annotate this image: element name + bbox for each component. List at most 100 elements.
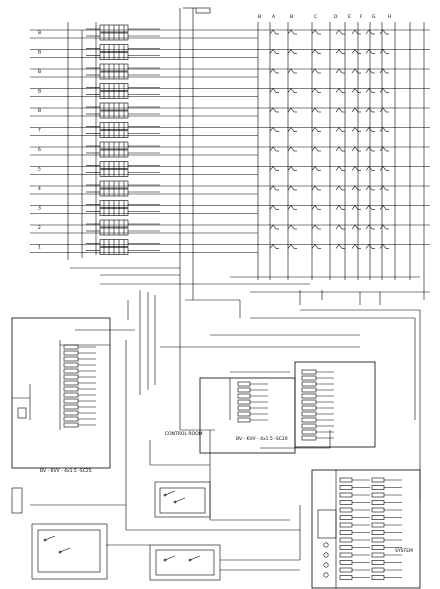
detector-symbol	[335, 205, 343, 210]
detector-symbol	[311, 49, 319, 54]
column-header: G	[372, 14, 376, 20]
detector-symbol	[311, 185, 319, 191]
column-header: F	[360, 14, 363, 20]
column-header: D	[334, 14, 338, 20]
relay-coil	[323, 552, 329, 558]
detector-symbol	[287, 185, 295, 191]
cable-spec-a: BV - KVV - 4x1.5 -SC25	[40, 468, 92, 474]
switch-contact	[174, 497, 186, 503]
terminal	[301, 417, 317, 423]
terminal	[339, 492, 353, 498]
wiring-lines	[11, 7, 430, 589]
switch-contact	[59, 547, 71, 553]
switch-pivot	[163, 493, 167, 497]
terminal	[63, 344, 79, 350]
detector-symbol	[365, 146, 373, 152]
terminal	[339, 507, 353, 513]
detector-symbol	[311, 68, 319, 74]
detector-symbol	[379, 185, 387, 191]
detector-symbol	[269, 49, 277, 54]
detector-symbol	[269, 205, 277, 210]
detector-symbol	[351, 107, 359, 113]
terminal	[371, 552, 385, 558]
terminal	[301, 411, 317, 417]
detector-symbol	[287, 127, 295, 132]
detector-symbol	[269, 146, 277, 152]
floor-label: 5	[38, 167, 41, 173]
terminal	[339, 477, 353, 483]
detector-symbol	[335, 68, 343, 74]
detector-symbol	[269, 185, 277, 191]
detector-symbol	[335, 88, 343, 93]
detector-symbol	[379, 49, 387, 54]
detector-symbol	[351, 127, 359, 132]
relay-coil	[323, 542, 329, 548]
floor-label: 3	[38, 206, 41, 212]
terminal	[339, 575, 353, 580]
detector-symbol	[269, 107, 277, 113]
floor-label: B	[38, 50, 41, 56]
detector-symbol	[379, 224, 387, 230]
cable-spec-b: BV - KVV - 4x1.5 -SC20	[236, 436, 288, 442]
floor-label: B	[38, 108, 41, 114]
terminal	[339, 560, 353, 565]
detector-symbol	[335, 166, 343, 171]
terminal	[63, 416, 79, 422]
terminal	[371, 500, 385, 505]
terminal	[237, 393, 251, 399]
column-header: A	[272, 14, 276, 20]
column-header: B	[258, 14, 261, 20]
detector-symbol	[269, 88, 277, 93]
detector-symbol	[287, 49, 295, 54]
detector-symbol	[351, 244, 359, 249]
terminal	[63, 368, 79, 374]
detector-symbol	[287, 244, 295, 249]
column-header: B	[290, 14, 293, 20]
floor-label: B	[38, 89, 41, 95]
terminal	[63, 404, 79, 410]
terminal	[371, 560, 385, 565]
detector-symbol	[311, 88, 319, 93]
detector-symbol	[379, 166, 387, 171]
detector-symbol	[311, 127, 319, 132]
terminal	[63, 386, 79, 392]
detector-symbol	[269, 127, 277, 132]
terminal	[301, 423, 317, 429]
detector-symbol	[311, 107, 319, 113]
floor-label: 6	[38, 147, 41, 153]
terminal	[237, 405, 251, 411]
detector-symbol	[269, 166, 277, 171]
terminal	[237, 411, 251, 417]
terminal	[339, 552, 353, 558]
relay-coil	[323, 572, 329, 578]
terminal	[63, 398, 79, 404]
detector-symbol	[311, 224, 319, 230]
terminal	[339, 567, 353, 573]
detector-symbol	[365, 166, 373, 171]
detector-symbol	[365, 205, 373, 210]
detector-symbol	[379, 88, 387, 93]
detector-symbol	[365, 244, 373, 249]
detector-symbol	[351, 205, 359, 210]
switch-contact	[44, 535, 56, 541]
detector-symbol	[287, 29, 295, 35]
detector-symbol	[351, 68, 359, 74]
detector-symbol	[379, 127, 387, 132]
terminal	[371, 522, 385, 528]
terminal	[371, 515, 385, 520]
detector-symbol	[365, 224, 373, 230]
terminal	[339, 522, 353, 528]
detector-symbol	[365, 127, 373, 132]
detector-symbol	[351, 166, 359, 171]
terminal	[339, 500, 353, 505]
terminal	[371, 477, 385, 483]
detector-symbol	[351, 49, 359, 54]
detector-symbol	[287, 224, 295, 230]
detector-symbol	[365, 68, 373, 74]
relay-coil	[323, 562, 329, 568]
switch-pivot	[43, 538, 47, 542]
control-room-label: CONTROL ROOM	[165, 431, 203, 437]
terminal	[371, 545, 385, 550]
floor-label: B	[38, 30, 41, 36]
